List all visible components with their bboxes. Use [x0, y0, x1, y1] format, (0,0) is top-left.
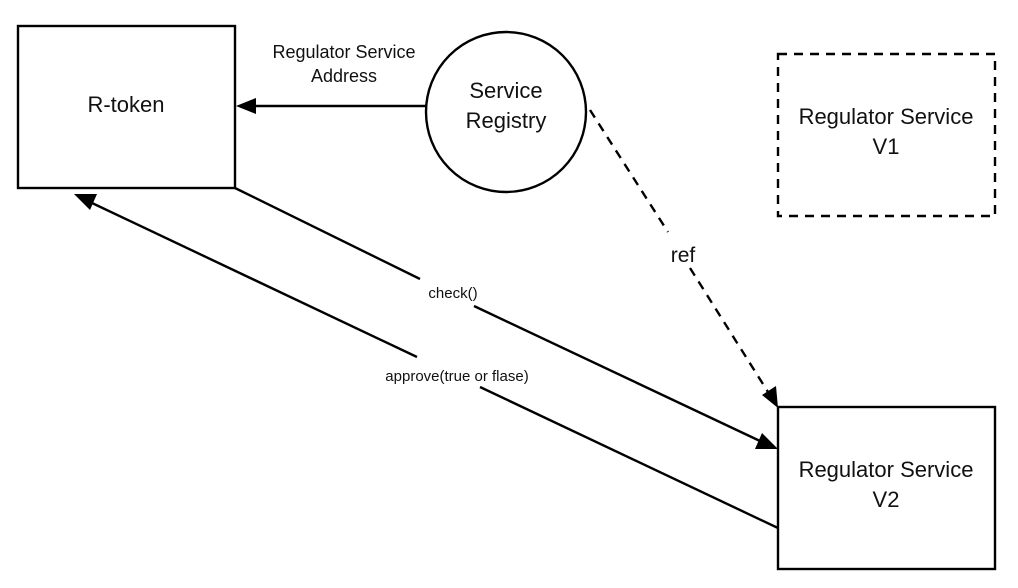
service-registry-circle — [424, 30, 588, 194]
regulator-v1-label-line2: V1 — [873, 134, 900, 159]
regulator-v1-label-line1: Regulator Service — [799, 104, 974, 129]
ref-line-a — [588, 109, 670, 233]
ref-line-b — [688, 267, 770, 393]
registry-to-rtoken-arrowhead — [236, 98, 256, 114]
regulator-v2-box — [776, 405, 997, 571]
node-regulator-service-v1: Regulator Service V1 — [776, 52, 997, 218]
approve-line-a — [479, 385, 779, 530]
r-token-box — [16, 24, 237, 190]
node-regulator-service-v2: Regulator Service V2 — [776, 405, 997, 571]
approve-line-b — [91, 201, 418, 359]
check-label: check() — [428, 285, 477, 302]
registry-to-rtoken-label-line1: Regulator Service — [272, 42, 415, 62]
service-registry-label-line2: Registry — [466, 108, 547, 133]
ref-label: ref — [671, 244, 696, 267]
approve-label: approve(true or flase) — [385, 368, 528, 385]
regulator-v2-label-line2: V2 — [873, 487, 900, 512]
regulator-v1-box — [776, 52, 997, 218]
check-line-a — [234, 186, 421, 281]
check-line-b — [473, 304, 761, 443]
edge-check: check() — [234, 186, 778, 449]
registry-to-rtoken-label-line2: Address — [311, 66, 377, 86]
approve-arrowhead — [74, 194, 97, 210]
edge-approve: approve(true or flase) — [74, 194, 779, 530]
node-r-token: R-token — [16, 24, 237, 190]
check-arrowhead — [755, 433, 778, 449]
service-registry-label-line1: Service — [469, 78, 542, 103]
edge-ref: ref — [588, 109, 778, 408]
node-service-registry: Service Registry — [424, 30, 588, 194]
ref-arrowhead — [762, 386, 778, 408]
edge-registry-to-rtoken: Regulator Service Address — [236, 42, 426, 114]
regulator-v2-label-line1: Regulator Service — [799, 457, 974, 482]
r-token-label: R-token — [87, 92, 164, 117]
